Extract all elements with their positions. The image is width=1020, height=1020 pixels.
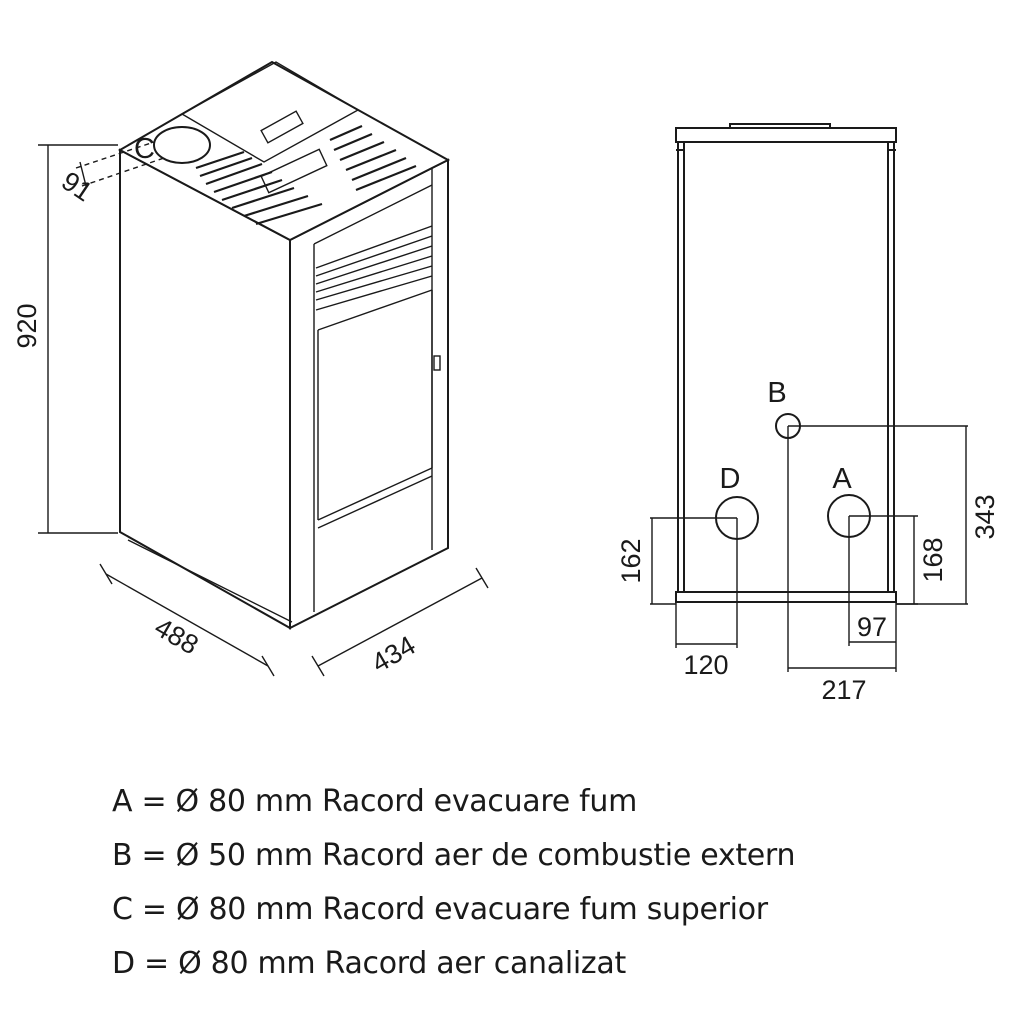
connector-d-label: D [720, 463, 741, 495]
dimension-width-value: 434 [366, 630, 420, 679]
dimension-height-value: 920 [12, 303, 42, 348]
stove-isometric-view: C [117, 60, 451, 630]
dimension-height: 920 [12, 144, 118, 534]
dimension-a-horizontal-value: 97 [857, 612, 887, 642]
connector-b-label: B [767, 377, 786, 409]
legend-item-d: D = Ø 80 mm Racord aer canalizat [112, 946, 626, 981]
legend-item-c: C = Ø 80 mm Racord evacuare fum superior [112, 892, 768, 927]
dimension-b-height: 343 [788, 425, 1000, 605]
stove-front-details [313, 184, 441, 612]
stove-dimension-drawing: C 920 91 [12, 60, 1000, 705]
connector-a-label: A [832, 463, 852, 495]
dimension-depth-value: 488 [149, 612, 203, 661]
stove-rear-view: B D A [675, 123, 897, 603]
stove-top-lid [180, 61, 360, 163]
control-panel [260, 148, 328, 194]
connector-c-label: C [134, 133, 155, 165]
connector-legend: A = Ø 80 mm Racord evacuare fum B = Ø 50… [112, 775, 795, 991]
dimension-d-height-value: 162 [616, 538, 646, 583]
dimension-c-offset-value: 91 [56, 166, 98, 208]
dimension-d-horizontal-value: 120 [683, 650, 728, 680]
legend-item-b: B = Ø 50 mm Racord aer de combustie exte… [112, 838, 796, 873]
dimension-a-height: 168 [849, 515, 948, 605]
dimension-a-height-value: 168 [918, 537, 948, 582]
dimension-d-horizontal: 120 [675, 518, 738, 680]
dimension-d-height: 162 [616, 517, 737, 605]
top-grille-right [329, 124, 417, 192]
connector-c-opening [153, 126, 211, 164]
dimension-b-horizontal: 217 [787, 426, 896, 705]
dimension-b-height-value: 343 [970, 494, 1000, 539]
legend-item-a: A = Ø 80 mm Racord evacuare fum [112, 784, 638, 819]
dimension-a-horizontal: 97 [848, 516, 897, 672]
dimension-b-horizontal-value: 217 [821, 675, 866, 705]
